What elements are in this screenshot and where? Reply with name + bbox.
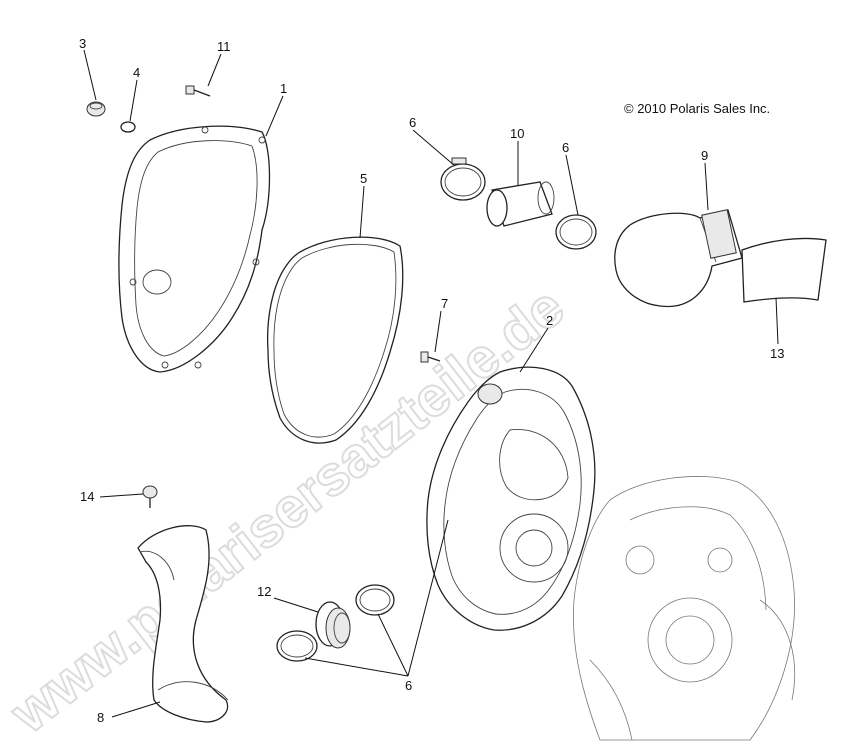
part-inner-clutch-cover xyxy=(426,366,596,631)
part-gasket-inner xyxy=(273,243,397,438)
part-clamp-upper-right xyxy=(555,214,597,250)
callout-11: 11 xyxy=(217,39,231,54)
callout-10: 10 xyxy=(510,126,524,141)
copyright-text: © 2010 Polaris Sales Inc. xyxy=(624,101,770,116)
callout-6-upper-left: 6 xyxy=(409,115,416,130)
callout-14: 14 xyxy=(80,489,94,504)
callout-4: 4 xyxy=(133,65,140,80)
callout-6-lower: 6 xyxy=(405,678,412,693)
leader-lines xyxy=(83,49,779,718)
part-duct-coupler xyxy=(486,181,555,227)
callout-3: 3 xyxy=(79,36,86,51)
part-clamp-coupler xyxy=(315,601,351,649)
part-drain-plug xyxy=(86,101,106,117)
part-bolt-7 xyxy=(420,351,441,363)
part-duct-elbow xyxy=(614,209,743,308)
callout-2: 2 xyxy=(546,313,553,328)
part-o-ring xyxy=(120,121,136,133)
part-duct-boot xyxy=(741,237,827,303)
callout-8: 8 xyxy=(97,710,104,725)
callout-5: 5 xyxy=(360,171,367,186)
callout-13: 13 xyxy=(770,346,784,361)
part-gasket xyxy=(266,236,404,444)
part-outer-clutch-cover xyxy=(118,125,271,373)
callout-labels: 3 4 11 1 5 6 10 6 9 13 7 2 14 12 6 8 xyxy=(79,36,784,725)
callout-7: 7 xyxy=(441,296,448,311)
callout-9: 9 xyxy=(701,148,708,163)
part-lower-duct xyxy=(137,525,229,723)
engine-block-illustration xyxy=(573,476,795,741)
callout-12: 12 xyxy=(257,584,271,599)
callout-6-upper-right: 6 xyxy=(562,140,569,155)
part-clamp-lower-left xyxy=(276,630,318,662)
part-clamp-upper-left xyxy=(440,157,486,201)
part-clamp-lower-right xyxy=(355,584,395,616)
part-bolt-11 xyxy=(185,85,211,97)
part-push-rivet xyxy=(142,485,158,508)
callout-1: 1 xyxy=(280,81,287,96)
